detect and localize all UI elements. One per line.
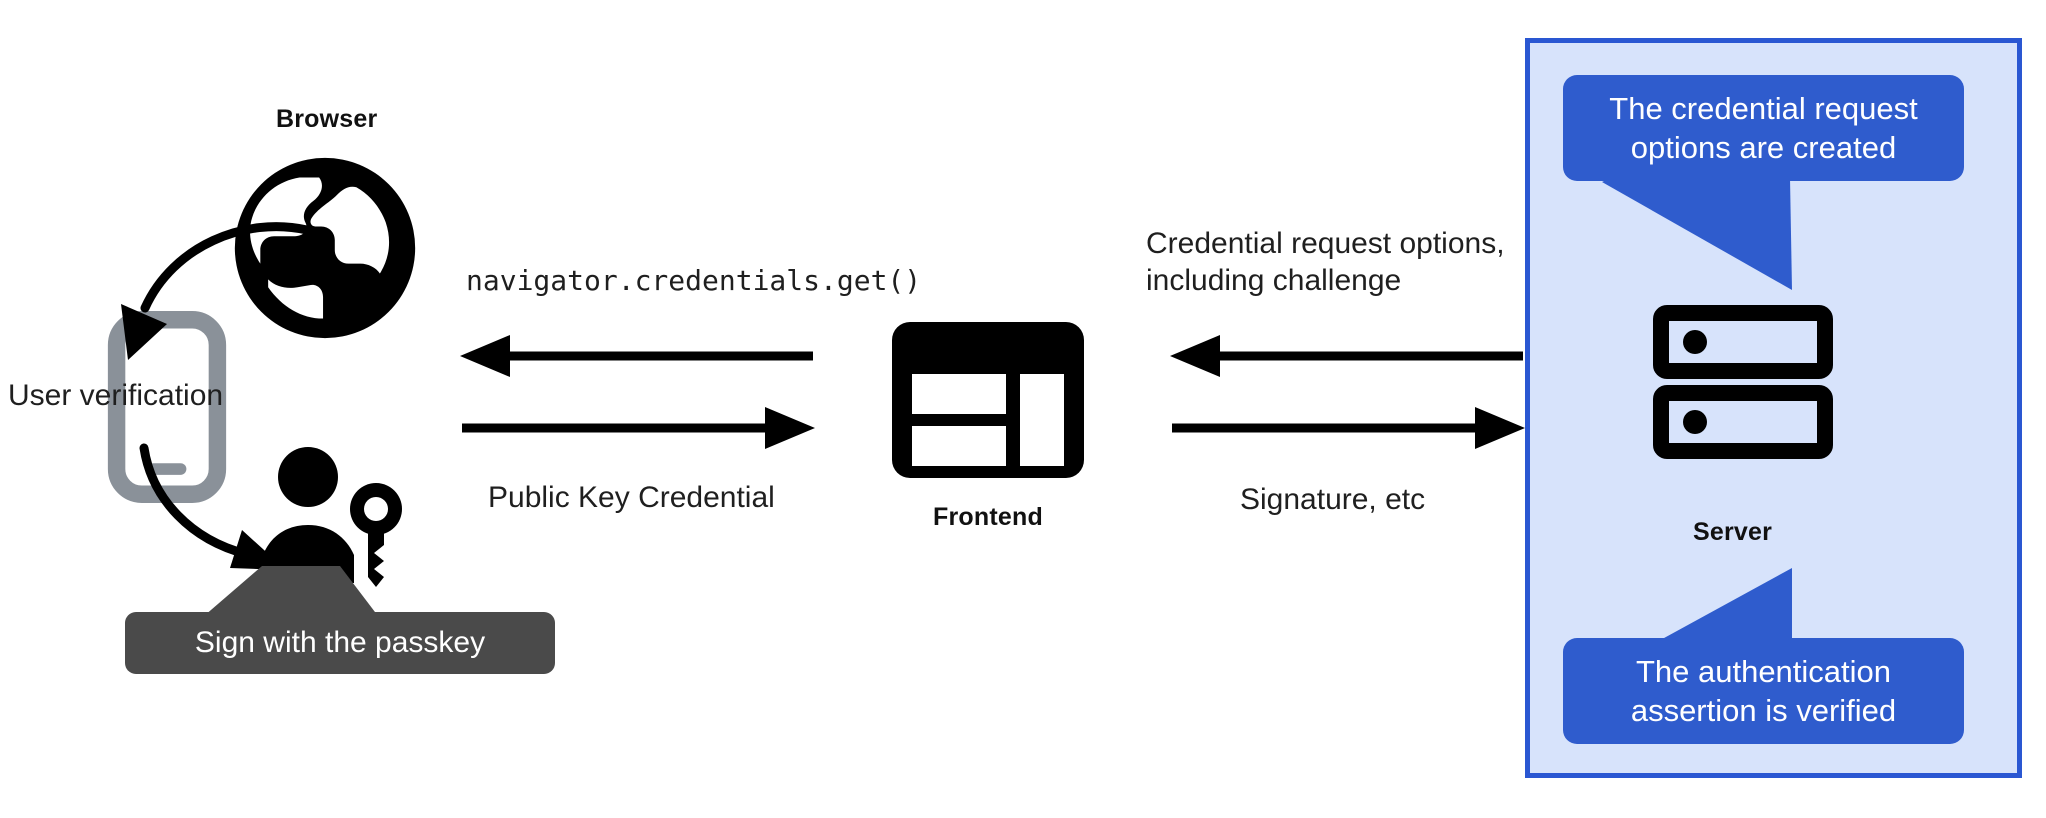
server-racks-icon <box>1653 305 1833 459</box>
globe-icon <box>227 150 423 346</box>
server-label: Server <box>1693 518 1773 546</box>
smartphone-icon <box>107 311 227 503</box>
arrow-browser-to-phone <box>95 212 325 382</box>
server-callout-bottom: The authentication assertion is verified <box>1563 638 1964 745</box>
server-callout-top: The credential request options are creat… <box>1563 75 1964 182</box>
arrow-browser-to-frontend <box>460 405 815 451</box>
browser-label: Browser <box>276 105 378 133</box>
signature-etc-label: Signature, etc <box>1240 483 1426 516</box>
navigator-credentials-get-label: navigator.credentials.get() <box>466 264 922 297</box>
arrow-frontend-to-server <box>1170 405 1525 451</box>
server-callout-top-tail <box>1560 178 1860 298</box>
credential-request-options-label: Credential request options, including ch… <box>1146 227 1505 297</box>
arrow-frontend-to-browser <box>460 333 815 379</box>
arrow-server-to-frontend <box>1170 333 1525 379</box>
frontend-label: Frontend <box>933 503 1043 531</box>
user-verification-label: User verification <box>8 379 224 412</box>
public-key-credential-label: Public Key Credential <box>488 481 775 514</box>
passkey-tooltip-tail <box>200 566 380 618</box>
web-layout-icon <box>890 320 1086 480</box>
passkey-tooltip: Sign with the passkey <box>125 612 555 674</box>
